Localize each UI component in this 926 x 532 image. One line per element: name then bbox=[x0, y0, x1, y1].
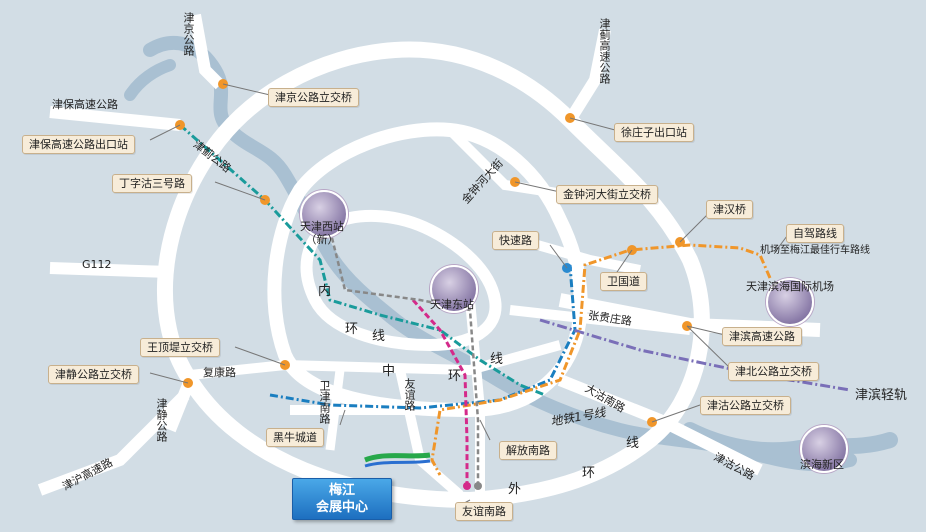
destination-line1: 梅江 bbox=[328, 483, 355, 498]
node-gray-end[interactable] bbox=[474, 482, 482, 490]
lrt-line bbox=[539, 318, 851, 392]
callout-jiefangnan[interactable]: 解放南路 bbox=[499, 441, 557, 460]
station-icon-east[interactable] bbox=[430, 265, 478, 313]
road-jinzhonghe bbox=[446, 126, 571, 200]
destination-line2: 会展中心 bbox=[315, 500, 368, 515]
label-fukang: 复康路 bbox=[203, 366, 236, 379]
callout-xuzhuangzi[interactable]: 徐庄子出口站 bbox=[614, 123, 694, 142]
river-west bbox=[124, 59, 176, 101]
callout-jinzhonghe[interactable]: 金钟河大街立交桥 bbox=[556, 185, 658, 204]
callout-weiguo[interactable]: 卫国道 bbox=[600, 272, 647, 291]
label-weijin: 卫津南路 bbox=[318, 380, 331, 424]
label-jingjing-road: 津京公路 bbox=[182, 12, 195, 56]
label-jinbin-lrt: 津滨轻轨 bbox=[855, 388, 908, 403]
station-west-name: 天津西站 bbox=[300, 220, 344, 233]
callout-heiniucheng[interactable]: 黑牛城道 bbox=[266, 428, 324, 447]
callout-jinhan[interactable]: 津汉桥 bbox=[706, 200, 753, 219]
node-magenta-end[interactable] bbox=[463, 482, 471, 490]
station-label-east: 天津东站 bbox=[430, 298, 474, 311]
ring-mid-char-3: 线 bbox=[490, 352, 504, 367]
callout-youyinan[interactable]: 友谊南路 bbox=[455, 502, 513, 521]
ring-inner-char-1: 内 bbox=[318, 284, 332, 299]
inner-ring-road bbox=[300, 210, 502, 352]
road-jingjing bbox=[189, 13, 225, 90]
label-youyi: 友谊路 bbox=[403, 378, 416, 411]
callout-dingzigu[interactable]: 丁字沽三号路 bbox=[112, 174, 192, 193]
callout-jinbei[interactable]: 津北公路立交桥 bbox=[728, 362, 819, 381]
callout-jinbin-hw[interactable]: 津滨高速公路 bbox=[722, 327, 802, 346]
road-jingu bbox=[557, 374, 763, 476]
station-label-west: 天津西站 （新） bbox=[296, 220, 348, 246]
route-orange bbox=[430, 243, 772, 476]
road-jinhu bbox=[37, 390, 190, 496]
label-jinji-hw: 津蓟高速公路 bbox=[598, 18, 611, 84]
road-weiguo bbox=[518, 235, 641, 275]
meijiang-marker-blue bbox=[364, 459, 431, 468]
callout-jinbao-exit[interactable]: 津保高速公路出口站 bbox=[22, 135, 135, 154]
station-west-sub: （新） bbox=[305, 233, 339, 246]
callout-wangding[interactable]: 王顶堤立交桥 bbox=[140, 338, 220, 357]
callout-jinjing-bridge[interactable]: 津静公路立交桥 bbox=[48, 365, 139, 384]
label-jinbao-hw: 津保高速公路 bbox=[52, 98, 118, 111]
label-g112: G112 bbox=[82, 258, 112, 271]
station-label-binhai: 滨海新区 bbox=[800, 458, 844, 471]
ring-inner-char-2: 环 bbox=[345, 322, 359, 337]
road-fukang bbox=[189, 340, 562, 380]
ring-inner-char-3: 线 bbox=[372, 329, 386, 344]
road-jiefangnan bbox=[465, 299, 485, 495]
road-youyi bbox=[395, 368, 464, 499]
road-zhangguizhuang bbox=[509, 305, 691, 335]
station-icon-west[interactable] bbox=[300, 190, 348, 238]
meijiang-marker bbox=[364, 452, 431, 463]
callout-jingjing-bridge[interactable]: 津京公路立交桥 bbox=[268, 88, 359, 107]
callout-kuaisu[interactable]: 快速路 bbox=[492, 231, 539, 250]
destination-box[interactable]: 梅江 会展中心 bbox=[292, 478, 392, 520]
river-binhai bbox=[682, 422, 898, 459]
road-jinbao bbox=[49, 106, 181, 131]
station-icon-binhai[interactable] bbox=[800, 425, 848, 473]
middle-ring-road bbox=[267, 122, 588, 418]
ring-mid-char-1: 中 bbox=[382, 364, 396, 379]
zijia-subtitle: 机场至梅江最佳行车路线 bbox=[760, 245, 870, 256]
label-jinjing-road: 津静公路 bbox=[155, 398, 168, 442]
ring-mid-char-2: 环 bbox=[448, 369, 462, 384]
ring-outer-char-2: 环 bbox=[582, 466, 596, 481]
ring-outer-char-1: 外 bbox=[508, 482, 522, 497]
road-g112 bbox=[49, 262, 171, 278]
station-label-airport: 天津滨海国际机场 bbox=[746, 280, 834, 293]
magenta-line bbox=[411, 298, 469, 485]
callout-zijia[interactable]: 自驾路线 bbox=[786, 224, 844, 243]
ring-outer-char-3: 线 bbox=[626, 436, 640, 451]
road-jinji bbox=[564, 28, 611, 124]
station-icon-airport[interactable] bbox=[766, 278, 814, 326]
metro-line-1 bbox=[179, 123, 546, 397]
callout-jingu-bridge[interactable]: 津沽公路立交桥 bbox=[700, 396, 791, 415]
